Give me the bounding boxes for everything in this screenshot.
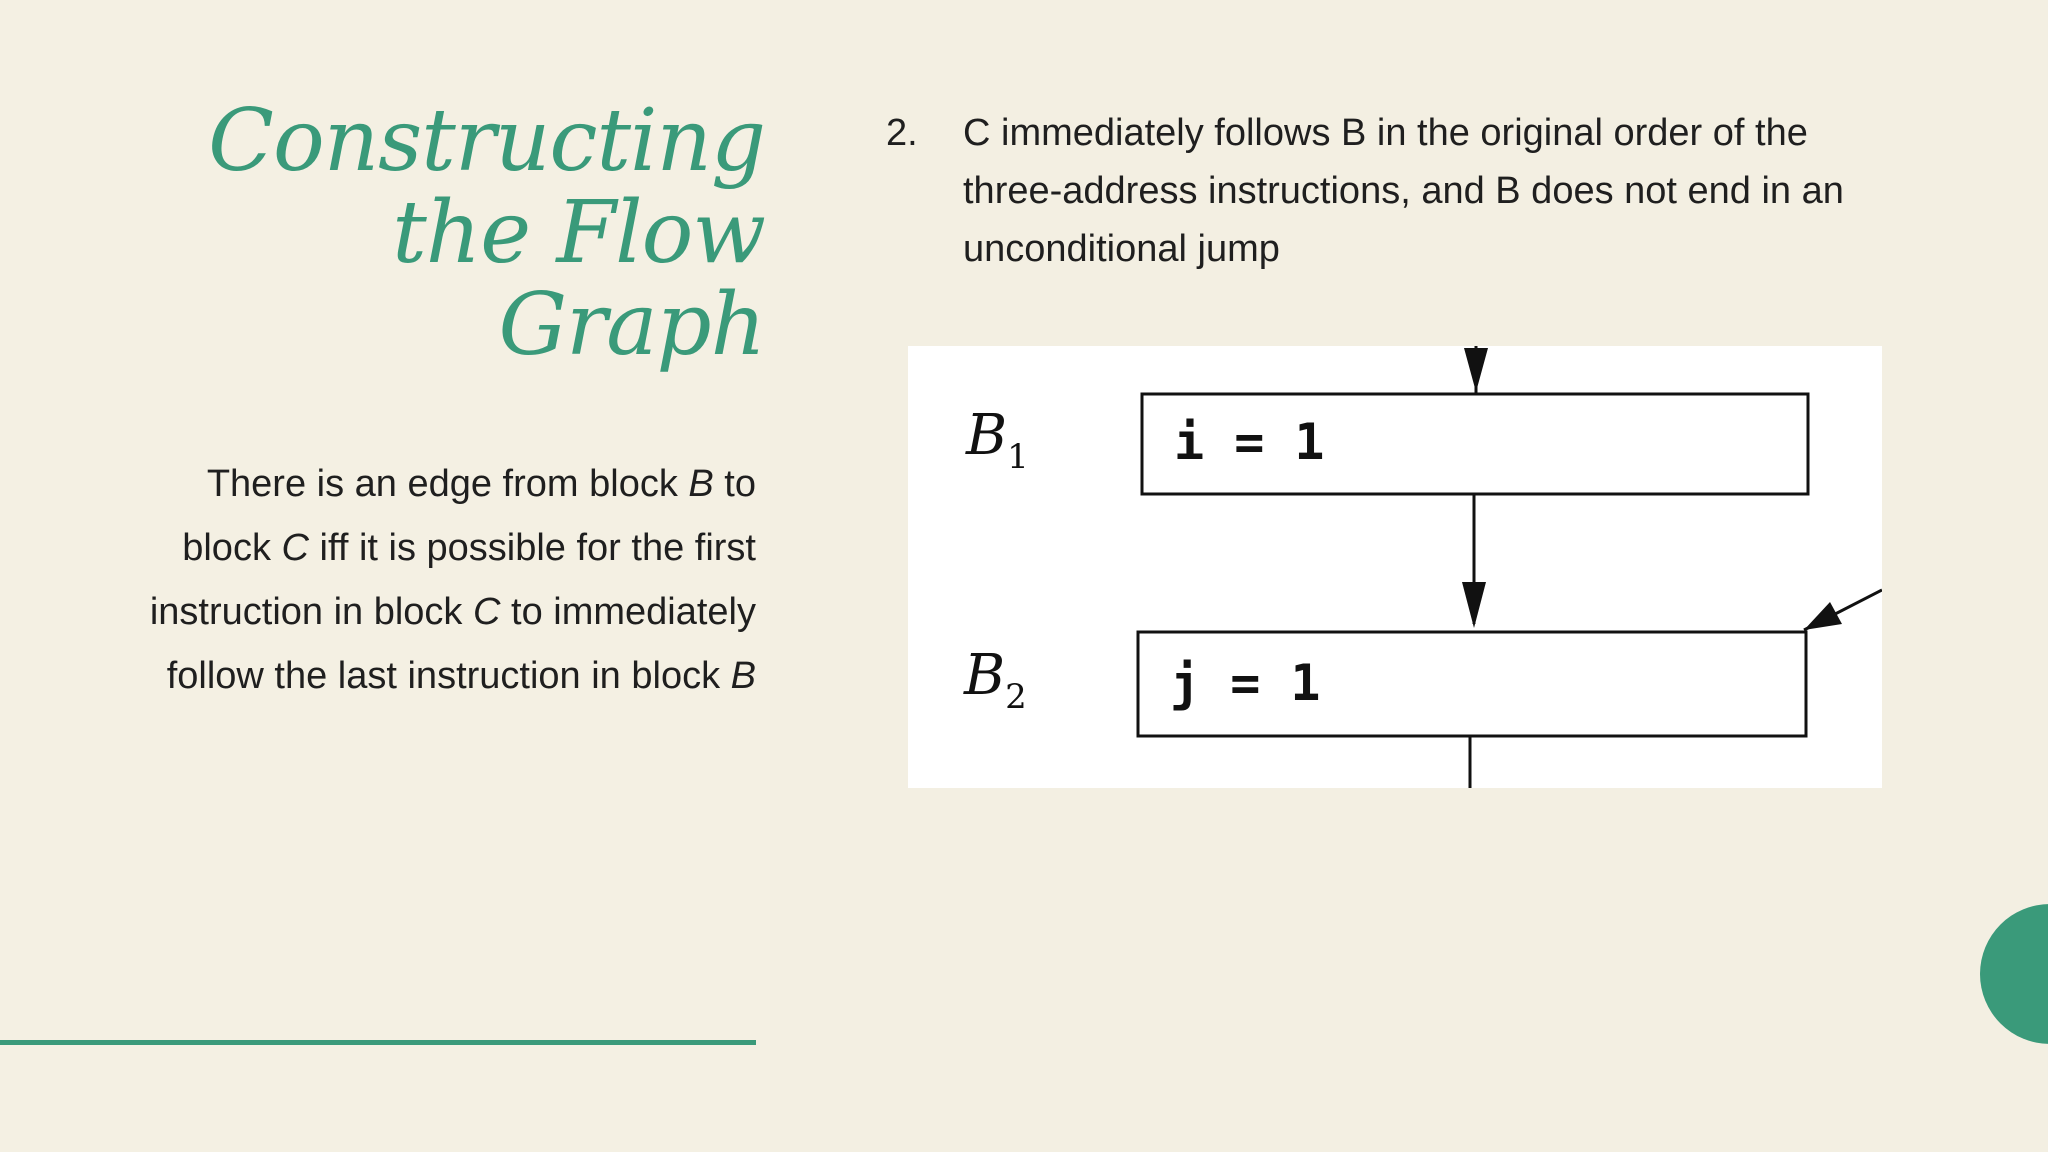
left-panel [0, 0, 770, 1152]
block-b1-label: B1 [965, 403, 1029, 477]
block-b2-box [1136, 630, 1808, 738]
title-line: the Flow [392, 183, 766, 283]
divider-line [0, 1040, 756, 1045]
body-text-part-italic: C [473, 591, 501, 633]
body-text-part: to immediately follow the last instructi… [166, 591, 756, 697]
decorative-circle [1980, 904, 2048, 1044]
arrowhead-icon [1464, 348, 1488, 392]
block-b1-box [1140, 392, 1810, 496]
body-text-part-italic: C [281, 527, 309, 569]
list-number: 2. [886, 112, 918, 154]
body-text-part: There is an edge from block [206, 463, 689, 505]
flow-graph-figure: B1 i = 1 B2 j = 1 [908, 346, 1882, 788]
arrowhead-icon [1804, 602, 1842, 630]
block-b2-subscript: 2 [1005, 677, 1027, 717]
body-text: There is an edge from block B to block C… [120, 452, 756, 708]
body-text-part-italic: B [688, 463, 714, 505]
arrowhead-icon [1462, 582, 1486, 628]
body-text-part: to block [182, 463, 756, 569]
body-text-part: iff it is possible for the first instruc… [149, 527, 756, 633]
title-line: Graph [498, 275, 766, 375]
title-line: Constructing [208, 91, 766, 191]
slide-title: Constructing the Flow Graph [160, 91, 766, 375]
flow-graph-diagram: B1 i = 1 B2 j = 1 [963, 346, 1882, 788]
block-b1-code: i = 1 [1174, 413, 1325, 471]
block-b2-code: j = 1 [1170, 654, 1321, 712]
block-b1-subscript: 1 [1007, 437, 1029, 477]
list-item-text: C immediately follows B in the original … [963, 112, 1844, 270]
block-b2-label: B2 [963, 643, 1027, 717]
body-text-part-italic: B [730, 655, 756, 697]
